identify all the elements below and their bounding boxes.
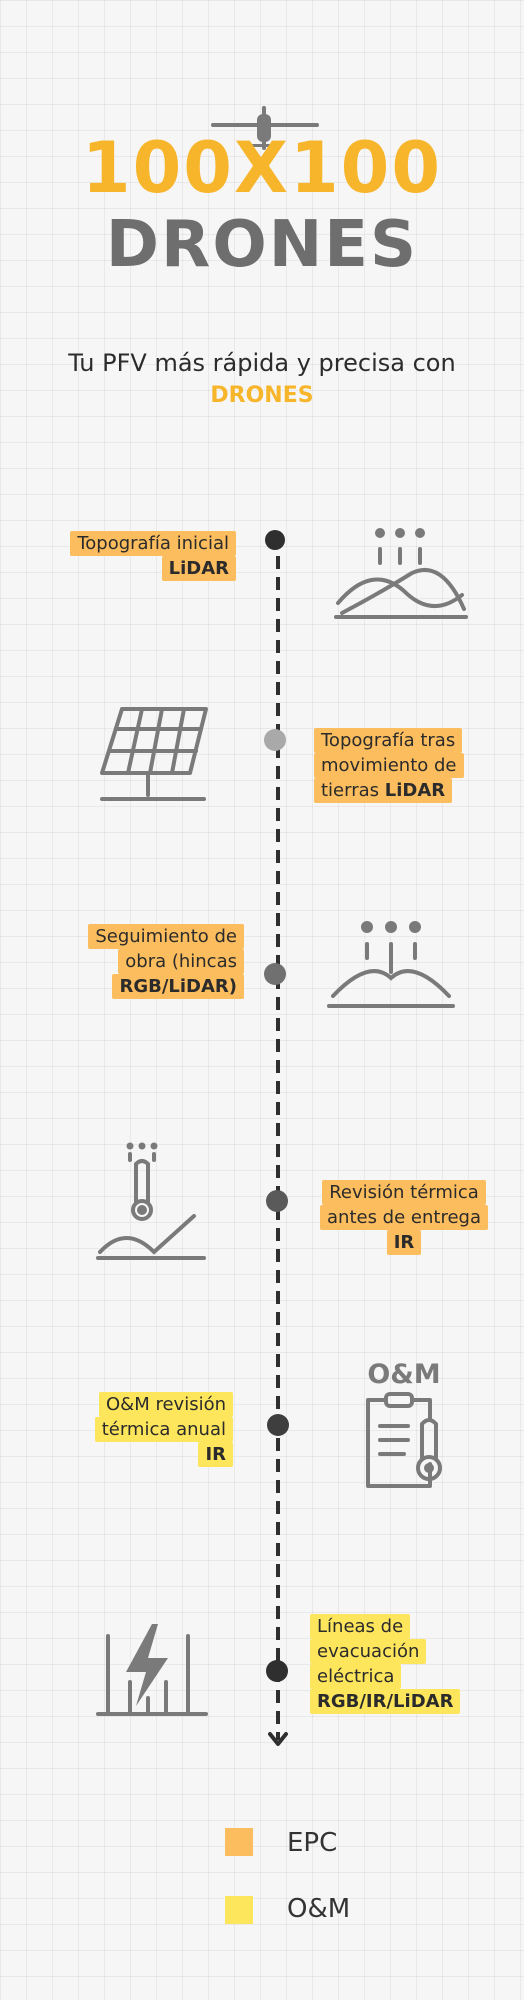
pile-tracking-icon bbox=[327, 921, 455, 1008]
timeline-dot-1 bbox=[265, 530, 285, 550]
power-line-icon bbox=[96, 1624, 208, 1716]
logo-line-1: 100X100 bbox=[81, 127, 443, 209]
legend-label-om: O&M bbox=[287, 1894, 351, 1924]
step-4-text: Revisión térmica antes de entrega bbox=[327, 1182, 481, 1228]
timeline-dot-5 bbox=[267, 1414, 289, 1436]
step-6-tech: RGB/IR/LiDAR bbox=[317, 1691, 454, 1712]
step-2-tech: LiDAR bbox=[384, 780, 446, 801]
step-2-text: Topografía tras movimiento de tierras bbox=[321, 730, 457, 801]
legend-swatch-om bbox=[225, 1896, 253, 1924]
timeline-line bbox=[268, 535, 288, 1746]
timeline-dot-4 bbox=[266, 1190, 288, 1212]
om-icon-caption: O&M bbox=[367, 1359, 441, 1390]
step-1-text: Topografía inicial bbox=[77, 533, 229, 554]
legend-label-epc: EPC bbox=[287, 1828, 338, 1858]
terrain-scan-icon bbox=[334, 528, 468, 619]
subtitle-accent: DRONES bbox=[210, 383, 314, 408]
step-3-label: Seguimiento de obra (hincas RGB/LiDAR) bbox=[54, 924, 244, 999]
clipboard-thermometer-icon bbox=[366, 1392, 442, 1488]
step-5-text: O&M revisión térmica anual bbox=[101, 1394, 226, 1440]
step-5-tech: IR bbox=[205, 1444, 226, 1465]
thermometer-terrain-icon bbox=[96, 1142, 206, 1260]
timeline-dot-2 bbox=[264, 729, 286, 751]
step-4-tech: IR bbox=[393, 1232, 415, 1253]
step-3-tech: RGB/LiDAR) bbox=[119, 976, 237, 997]
drone-icon bbox=[211, 106, 319, 150]
timeline-dot-6 bbox=[266, 1660, 288, 1682]
step-6-text: Líneas de evacuación eléctrica bbox=[317, 1616, 420, 1687]
step-2-label: Topografía tras movimiento de tierras Li… bbox=[314, 728, 489, 803]
step-1-tech: LiDAR bbox=[168, 558, 229, 579]
legend-swatch-epc bbox=[225, 1828, 253, 1856]
solar-panel-icon bbox=[100, 707, 208, 801]
step-3-text: Seguimiento de obra (hincas bbox=[95, 926, 237, 972]
logo-line-2: DRONES bbox=[105, 208, 419, 282]
subtitle: Tu PFV más rápida y precisa con bbox=[68, 349, 456, 377]
timeline-dot-3 bbox=[264, 963, 286, 985]
